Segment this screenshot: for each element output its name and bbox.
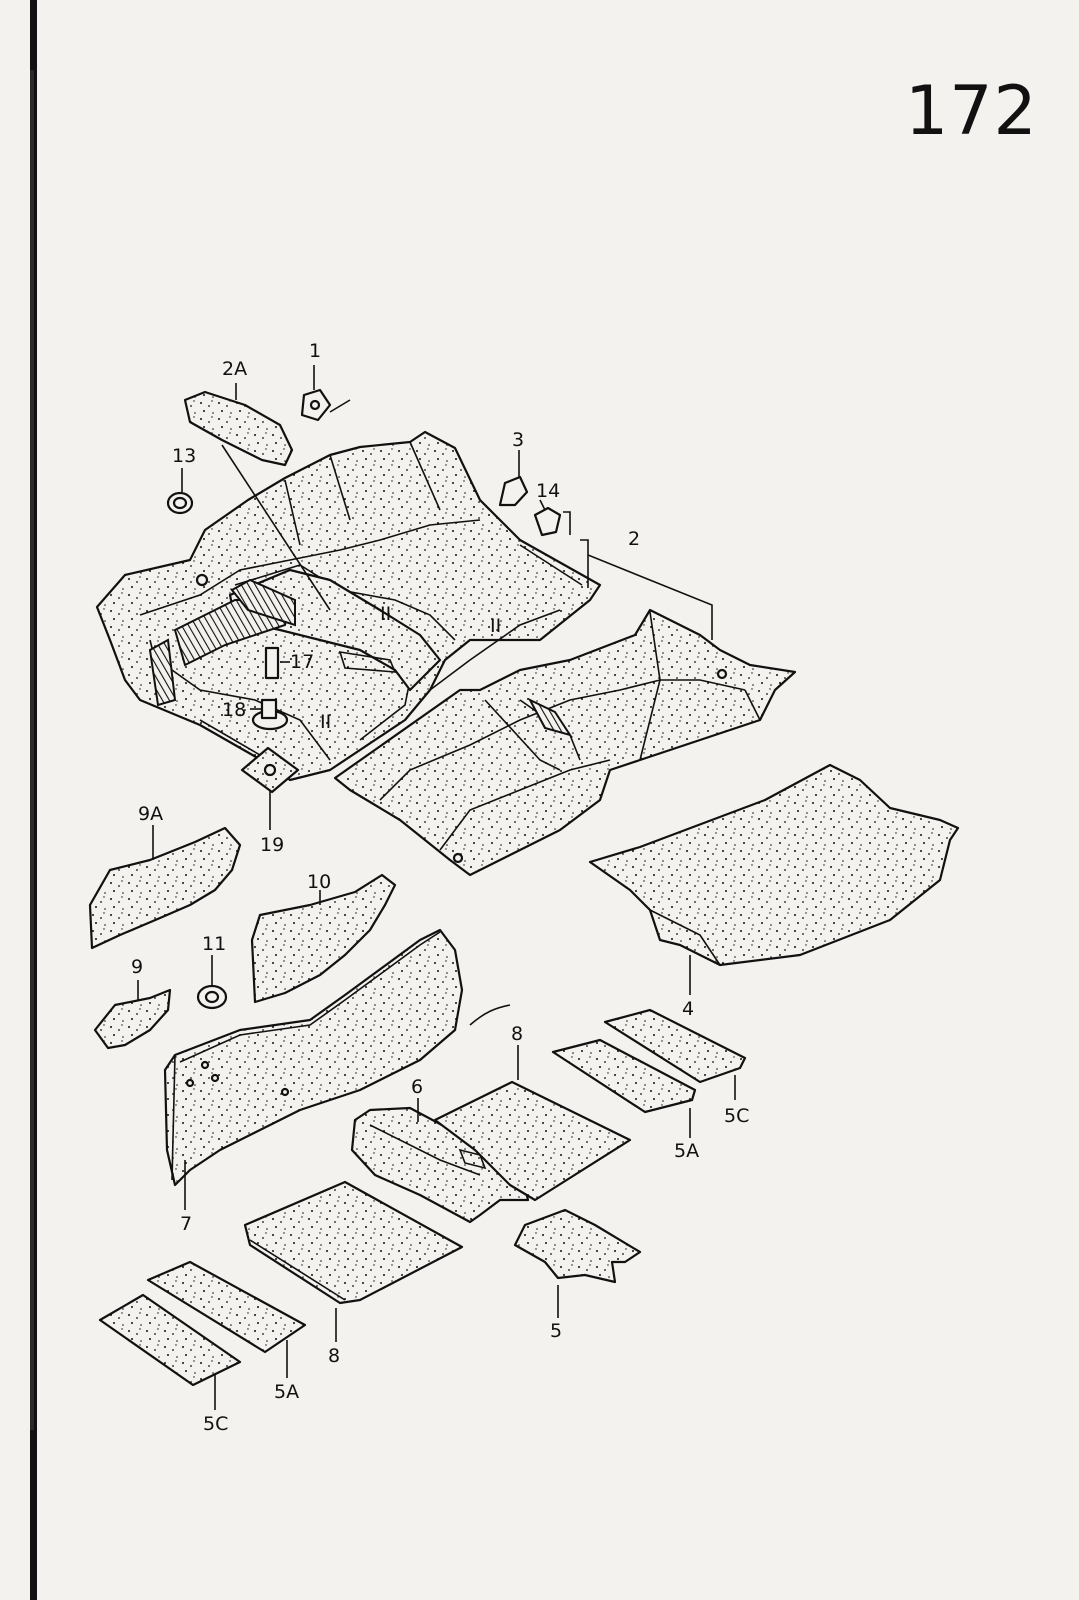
- rear-carpet-part-2: [333, 608, 797, 877]
- part-2A: [183, 390, 294, 467]
- parts-17-18-stud: [251, 646, 289, 731]
- callout-18: 18: [222, 699, 246, 721]
- page-number: 172: [905, 72, 1038, 151]
- callout-8-upper: 8: [511, 1023, 523, 1045]
- callout-2: 2: [628, 528, 640, 550]
- callout-9: 9: [131, 956, 143, 978]
- part-11-grommet: [196, 984, 228, 1010]
- strip-5A-right: [551, 1038, 697, 1114]
- front-carpet-assembly: II II II: [95, 430, 602, 782]
- callout-11: 11: [202, 933, 226, 955]
- callout-7: 7: [180, 1213, 192, 1235]
- mat-part-8-upper: [433, 1080, 632, 1202]
- tunnel-cover-part-6: [350, 1106, 530, 1224]
- part-3-clip: [498, 475, 529, 507]
- svg-text:II: II: [380, 603, 391, 625]
- part-5: [513, 1208, 642, 1284]
- callout-19: 19: [260, 834, 284, 856]
- firewall-pad-part-7: [163, 928, 464, 1187]
- leader-lines: [137, 365, 736, 1410]
- svg-text:II: II: [320, 711, 331, 733]
- callout-8-lower: 8: [328, 1345, 340, 1367]
- part-1-clip: [300, 388, 351, 422]
- svg-text:II: II: [490, 615, 501, 637]
- mat-part-8-lower: [243, 1180, 464, 1305]
- callout-14: 14: [536, 480, 560, 502]
- strip-5C-left: [98, 1293, 242, 1387]
- strip-5A-left: [146, 1260, 307, 1354]
- callout-5C-right: 5C: [724, 1105, 749, 1127]
- binding-shadow: [30, 70, 34, 1430]
- callout-13: 13: [172, 445, 196, 467]
- part-19-plate: [240, 746, 300, 794]
- callout-9A: 9A: [138, 803, 163, 825]
- callout-10: 10: [307, 871, 331, 893]
- panel-10: [250, 873, 397, 1004]
- callout-5C-left: 5C: [203, 1413, 228, 1435]
- strip-5C-right: [603, 1008, 747, 1084]
- panel-9: [93, 988, 172, 1050]
- callout-6: 6: [411, 1076, 423, 1098]
- callout-5A-left: 5A: [274, 1381, 299, 1403]
- callout-5A-right: 5A: [674, 1140, 699, 1162]
- callout-4: 4: [682, 998, 694, 1020]
- part-14-fastener: [533, 506, 562, 537]
- callout-1: 1: [309, 340, 321, 362]
- part-13-grommet: [166, 491, 194, 515]
- trunk-mat-part-4: [588, 763, 960, 967]
- callout-5: 5: [550, 1320, 562, 1342]
- callout-2A: 2A: [222, 358, 247, 380]
- panel-9A: [88, 826, 242, 950]
- callout-labels: 1 2A 13 3 14 2 17 18 19 9A 10 11 9 4 8 6…: [131, 340, 749, 1435]
- callout-17: 17: [290, 651, 314, 673]
- callout-3: 3: [512, 429, 524, 451]
